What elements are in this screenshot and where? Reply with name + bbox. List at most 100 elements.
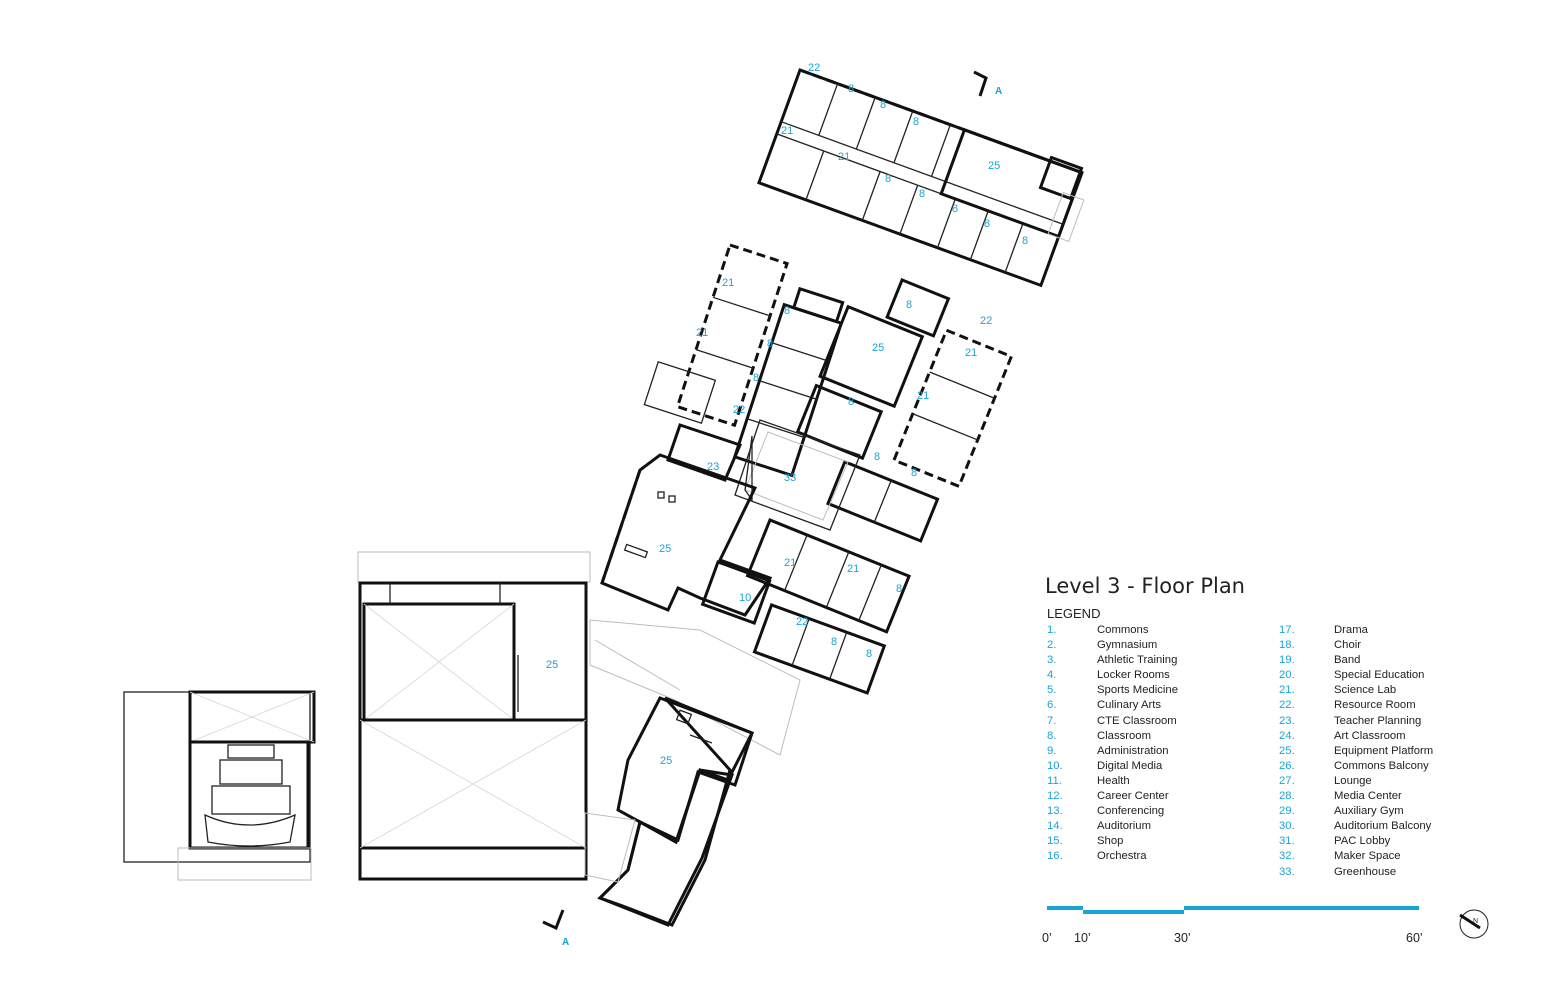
room-label: 25 [546,659,558,671]
legend-item: 29.Auxiliary Gym [1279,805,1433,820]
legend-number: 15. [1047,835,1063,848]
legend-item: 28.Media Center [1279,790,1433,805]
legend-label: Teacher Planning [1334,714,1422,727]
legend-label: Auditorium [1097,820,1151,833]
legend-number: 12. [1047,790,1063,803]
legend-label: Choir [1334,639,1361,652]
legend-label: Sports Medicine [1097,684,1178,697]
room-label: 25 [872,342,884,354]
legend-number: 11. [1047,774,1062,787]
room-label: 8 [885,173,891,185]
southwest-bar [700,560,887,695]
legend-item: 23. Teacher Planning [1279,715,1433,730]
room-label: 8 [906,299,912,311]
room-label: 10 [739,592,751,604]
legend-label: CTE Classroom [1097,714,1177,727]
legend-number: 23. [1279,714,1295,727]
scale-label-10: 10’ [1074,931,1091,945]
legend-label: Drama [1334,624,1368,636]
section-marker-bottom-icon [542,909,565,931]
legend-item: 20.Special Education [1279,669,1433,684]
room-label: 8 [753,372,759,384]
north-arrow-icon [1459,909,1489,939]
south-classroom-bar [745,518,912,634]
legend-item: 17. Drama [1279,624,1433,639]
legend-item: 26.Commons Balcony [1279,760,1433,775]
legend-item: 6.Culinary Arts [1047,699,1178,714]
greenhouse-courtyard [734,419,861,531]
room-label: 8 [1022,235,1028,247]
legend-number: 31. [1279,835,1295,848]
scale-label-30: 30’ [1174,931,1191,945]
room-label: 22 [808,62,820,74]
legend-label: Classroom [1097,729,1151,742]
legend-item: 1.Commons [1047,624,1178,639]
legend-number: 5. [1047,684,1057,697]
legend-number: 4. [1047,669,1057,682]
legend-number: 32. [1279,850,1295,863]
room-labels: 22 8 8 8 21 21 25 8 8 8 8 8 21 8 21 8 8 … [546,62,1028,767]
legend-label: Art Classroom [1334,729,1406,742]
room-label: 8 [896,583,902,595]
legend-label: Administration [1097,744,1169,757]
legend-label: Science Lab [1334,684,1397,697]
plan-title: Level 3 - Floor Plan [1045,574,1245,598]
legend-label: Digital Media [1097,759,1163,772]
legend-item: 25.Equipment Platform [1279,745,1433,760]
room-label: 21 [965,347,977,359]
legend-item: 13.Conferencing [1047,805,1178,820]
legend-item: 10.Digital Media [1047,760,1178,775]
legend-label: Greenhouse [1334,865,1397,878]
legend-number: 7. [1047,714,1057,727]
room-label: 8 [784,305,790,317]
north-label: N [1473,918,1479,925]
room-label: 8 [911,467,917,479]
legend-item: 16.Orchestra [1047,850,1178,865]
top-wing [757,68,1084,288]
room-label: 8 [984,218,990,230]
legend-label: Commons [1097,624,1149,636]
south-wing [584,696,755,927]
legend-number: 24. [1279,729,1295,742]
room-label: 22 [733,404,745,416]
legend-heading: LEGEND [1047,606,1101,621]
legend-number: 29. [1279,805,1295,818]
room-label: 23 [707,461,719,473]
room-label: 8 [952,203,958,215]
legend-number: 22. [1279,699,1295,712]
scale-label-60: 60’ [1406,931,1423,945]
legend-number: 27. [1279,774,1295,787]
room-label: 8 [913,116,919,128]
legend-number: 17. [1279,624,1295,636]
room-label: 21 [722,277,734,289]
room-label: 22 [980,315,992,327]
legend-item: 2.Gymnasium [1047,639,1178,654]
central-mass [600,423,773,617]
legend-item: 30.Auditorium Balcony [1279,820,1433,835]
legend-item: 22.Resource Room [1279,699,1433,714]
legend-number: 18. [1279,639,1295,652]
room-label: 8 [874,451,880,463]
gymnasium-block [357,551,591,881]
legend-label: Shop [1097,835,1124,848]
legend-label: Lounge [1334,774,1372,787]
room-label: 33 [784,472,796,484]
legend-item: 4.Locker Rooms [1047,669,1178,684]
legend-label: Maker Space [1334,850,1401,863]
legend-label: Career Center [1097,790,1169,803]
room-label: 8 [866,648,872,660]
legend-number: 28. [1279,790,1295,803]
legend-number: 8. [1047,729,1057,742]
legend-item: 21.Science Lab [1279,684,1433,699]
room-label: 21 [847,563,859,575]
legend-number: 3. [1047,654,1057,667]
legend-label: Orchestra [1097,850,1147,863]
room-label: 8 [831,636,837,648]
room-label: 21 [838,151,850,163]
legend-number: 6. [1047,699,1057,712]
legend-label: Conferencing [1097,805,1165,818]
room-label: 8 [919,188,925,200]
room-label: 8 [848,396,854,408]
